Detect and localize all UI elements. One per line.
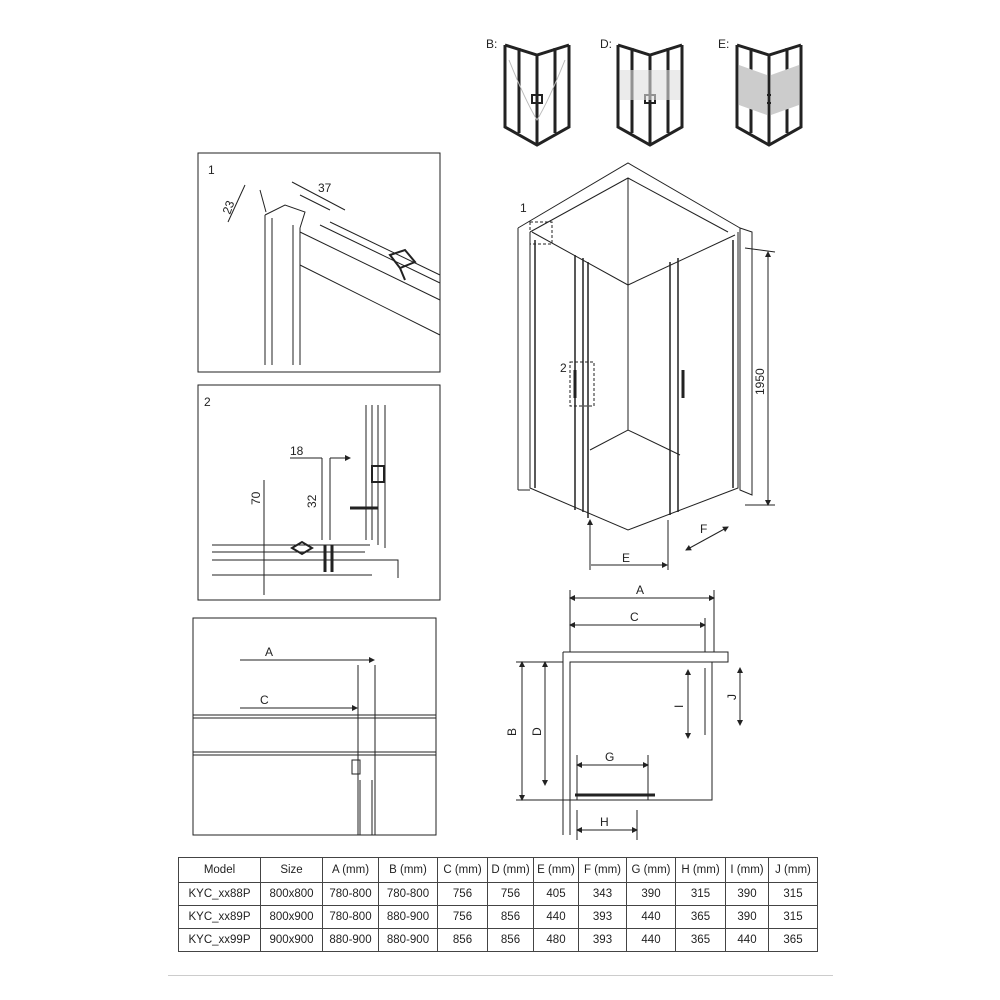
- column-header: Size: [260, 857, 323, 883]
- detail-1-number: 1: [208, 163, 215, 177]
- assembly-dim-f: F: [700, 522, 707, 536]
- plan-dim-c: C: [630, 610, 639, 624]
- table-cell: 800x900: [260, 905, 323, 929]
- table-cell: 365: [675, 928, 726, 952]
- table-cell: 440: [626, 928, 676, 952]
- table-cell: 756: [437, 905, 488, 929]
- table-cell: 315: [768, 905, 818, 929]
- detail-2-number: 2: [204, 395, 211, 409]
- table-cell: 390: [626, 882, 676, 906]
- column-header: E (mm): [533, 857, 579, 883]
- table-cell: 365: [675, 905, 726, 929]
- table-cell: KYC_xx99P: [178, 928, 261, 952]
- assembly-height-1950: 1950: [753, 368, 767, 395]
- table-cell: 343: [578, 882, 627, 906]
- glass-label-d: D:: [600, 37, 612, 51]
- table-cell: 390: [725, 882, 769, 906]
- plan-dim-j: J: [725, 694, 739, 700]
- table-cell: KYC_xx88P: [178, 882, 261, 906]
- plan-dim-g: G: [605, 750, 614, 764]
- table-cell: 390: [725, 905, 769, 929]
- table-cell: 405: [533, 882, 579, 906]
- column-header: G (mm): [626, 857, 676, 883]
- detail-2-dim-32: 32: [305, 494, 319, 508]
- table-cell: 780-800: [322, 882, 379, 906]
- table-cell: 440: [626, 905, 676, 929]
- glass-variant-e: [735, 43, 803, 147]
- column-header: F (mm): [578, 857, 627, 883]
- table-cell: 800x800: [260, 882, 323, 906]
- assembly-drawing: [517, 162, 776, 570]
- table-cell: 880-900: [378, 905, 438, 929]
- detail-1-dim-37: 37: [318, 181, 332, 195]
- table-cell: 856: [487, 928, 534, 952]
- plan-dim-b: B: [505, 728, 519, 736]
- table-cell: 365: [768, 928, 818, 952]
- assembly-callout-1: 1: [520, 201, 527, 215]
- table-cell: 780-800: [322, 905, 379, 929]
- column-header: C (mm): [437, 857, 488, 883]
- table-cell: 880-900: [378, 928, 438, 952]
- table-cell: 315: [768, 882, 818, 906]
- glass-label-e: E:: [718, 37, 729, 51]
- detail-3-dim-c: C: [260, 693, 269, 707]
- table-cell: 315: [675, 882, 726, 906]
- table-cell: 440: [725, 928, 769, 952]
- table-cell: 880-900: [322, 928, 379, 952]
- detail-1-dim-23: 23: [220, 198, 238, 216]
- table-cell: 856: [487, 905, 534, 929]
- glass-variant-b: [503, 43, 571, 147]
- detail-3-panel: [192, 617, 437, 836]
- detail-2-dim-70: 70: [249, 491, 263, 505]
- column-header: J (mm): [768, 857, 818, 883]
- table-cell: 393: [578, 905, 627, 929]
- table-cell: 393: [578, 928, 627, 952]
- column-header: H (mm): [675, 857, 726, 883]
- plan-dim-i: I: [672, 705, 686, 708]
- table-cell: 756: [487, 882, 534, 906]
- detail-2-dim-18: 18: [290, 444, 304, 458]
- column-header: B (mm): [378, 857, 438, 883]
- table-cell: 440: [533, 905, 579, 929]
- assembly-callout-2: 2: [560, 361, 567, 375]
- divider: [168, 975, 833, 976]
- column-header: Model: [178, 857, 261, 883]
- assembly-dim-e: E: [622, 551, 630, 565]
- glass-variant-d: [616, 43, 684, 147]
- table-cell: 780-800: [378, 882, 438, 906]
- detail-3-dim-a: A: [265, 645, 273, 659]
- detail-1-panel: [197, 152, 441, 373]
- plan-view: [516, 590, 743, 840]
- table-cell: KYC_xx89P: [178, 905, 261, 929]
- table-cell: 756: [437, 882, 488, 906]
- table-cell: 900x900: [260, 928, 323, 952]
- table-cell: 856: [437, 928, 488, 952]
- plan-dim-d: D: [530, 727, 544, 736]
- table-cell: 480: [533, 928, 579, 952]
- plan-dim-h: H: [600, 815, 609, 829]
- plan-dim-a: A: [636, 583, 644, 597]
- detail-2-panel: [197, 384, 441, 601]
- column-header: I (mm): [725, 857, 769, 883]
- column-header: D (mm): [487, 857, 534, 883]
- column-header: A (mm): [322, 857, 379, 883]
- glass-label-b: B:: [486, 37, 497, 51]
